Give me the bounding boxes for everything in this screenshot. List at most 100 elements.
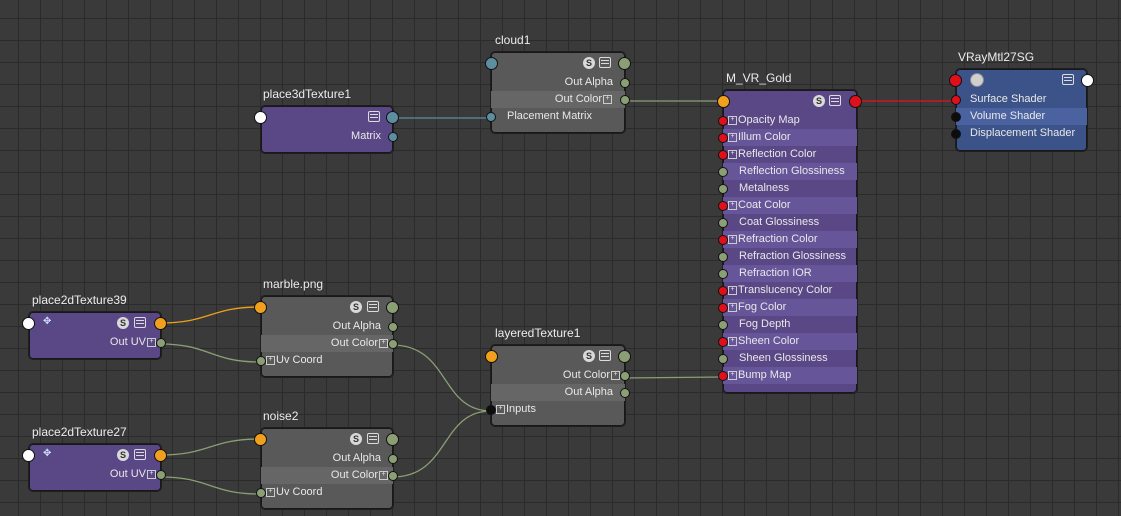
expand-icon[interactable]: + <box>379 470 388 480</box>
node-title-material[interactable]: M_VR_Gold <box>726 71 792 85</box>
volume-shader-plug[interactable] <box>951 112 961 122</box>
attr-plug[interactable] <box>718 320 728 330</box>
out-color-plug[interactable] <box>388 339 398 349</box>
place2d39-input-plug[interactable] <box>22 317 35 330</box>
layered-output-plug[interactable] <box>618 350 631 363</box>
expand-icon[interactable]: + <box>147 469 156 479</box>
swatch-icon[interactable]: S <box>117 449 129 461</box>
node-noise[interactable]: S Out Alpha Out Color+ +Uv Coord <box>254 427 399 510</box>
material-input-plug[interactable] <box>717 95 730 108</box>
attr-metalness[interactable]: Metalness <box>718 180 857 197</box>
expand-icon[interactable]: + <box>728 302 737 312</box>
attr-out-color[interactable]: Out Color+ <box>491 91 630 108</box>
attr-displacement-shader[interactable]: Displacement Shader <box>951 125 1087 142</box>
node-title-sg[interactable]: VRayMtl27SG <box>958 50 1035 64</box>
attr-coat-color[interactable]: +Coat Color <box>718 197 857 214</box>
menu-icon[interactable] <box>367 301 379 312</box>
expand-icon[interactable]: + <box>266 355 275 365</box>
material-output-plug[interactable] <box>849 95 862 108</box>
menu-icon[interactable] <box>134 317 146 328</box>
node-title-noise[interactable]: noise2 <box>263 409 299 423</box>
attr-out-alpha[interactable]: Out Alpha <box>261 318 398 335</box>
surface-shader-plug[interactable] <box>951 95 961 105</box>
attr-fog-depth[interactable]: Fog Depth <box>718 316 857 333</box>
node-material[interactable]: S +Opacity Map+Illum Color+Reflection Co… <box>717 89 862 394</box>
node-place3d[interactable]: Matrix <box>254 105 399 154</box>
attr-uv-coord[interactable]: +Uv Coord <box>256 352 393 369</box>
attr-plug[interactable] <box>718 303 728 313</box>
menu-icon[interactable] <box>599 350 611 361</box>
attr-plug[interactable] <box>718 371 728 381</box>
marble-input-plug[interactable] <box>254 301 267 314</box>
menu-icon[interactable] <box>829 95 841 106</box>
attr-inputs[interactable]: +Inputs <box>486 401 625 418</box>
node-place2d39[interactable]: ✥ S Out UV+ <box>22 311 167 360</box>
attr-illum-color[interactable]: +Illum Color <box>718 129 857 146</box>
node-title-place3d[interactable]: place3dTexture1 <box>263 87 352 101</box>
expand-icon[interactable]: + <box>728 370 737 380</box>
expand-icon[interactable]: + <box>496 404 505 414</box>
attr-plug[interactable] <box>718 235 728 245</box>
noise-output-plug[interactable] <box>386 433 399 446</box>
cloud1-input-plug[interactable] <box>485 57 498 70</box>
attr-sheen-color[interactable]: +Sheen Color <box>718 333 857 350</box>
out-color-plug[interactable] <box>388 471 398 481</box>
noise-input-plug[interactable] <box>254 433 267 446</box>
place3d-input-plug[interactable] <box>254 111 267 124</box>
expand-icon[interactable]: + <box>147 337 156 347</box>
attr-out-color[interactable]: Out Color+ <box>261 467 398 484</box>
node-shading-group[interactable]: Surface Shader Volume Shader Displacemen… <box>949 68 1094 152</box>
attr-out-alpha[interactable]: Out Alpha <box>261 450 398 467</box>
attr-refraction-ior[interactable]: Refraction IOR <box>718 265 857 282</box>
menu-icon[interactable] <box>368 111 380 122</box>
sg-output-plug[interactable] <box>1081 74 1094 87</box>
attr-bump-map[interactable]: +Bump Map <box>718 367 857 384</box>
attr-coat-glossiness[interactable]: Coat Glossiness <box>718 214 857 231</box>
attr-plug[interactable] <box>718 218 728 228</box>
placement-matrix-plug[interactable] <box>486 112 496 122</box>
swatch-icon[interactable]: S <box>583 350 595 362</box>
attr-out-color[interactable]: Out Color+ <box>261 335 398 352</box>
out-alpha-plug[interactable] <box>620 78 630 88</box>
swatch-icon[interactable]: S <box>583 57 595 69</box>
expand-icon[interactable]: + <box>728 132 737 142</box>
expand-icon[interactable]: + <box>728 336 737 346</box>
matrix-plug[interactable] <box>388 132 398 142</box>
attr-placement-matrix[interactable]: Placement Matrix <box>486 108 625 125</box>
attr-matrix[interactable]: Matrix <box>261 128 398 145</box>
attr-out-uv[interactable]: Out UV+ <box>29 334 166 351</box>
sg-input-plug[interactable] <box>949 74 962 87</box>
node-title-marble[interactable]: marble.png <box>263 277 324 291</box>
expand-icon[interactable]: + <box>379 338 388 348</box>
attr-plug[interactable] <box>718 269 728 279</box>
wire-marble-inputs[interactable] <box>391 344 492 412</box>
menu-icon[interactable] <box>1062 74 1074 85</box>
expand-icon[interactable]: + <box>603 94 612 104</box>
attr-out-alpha[interactable]: Out Alpha <box>491 74 630 91</box>
out-uv-plug[interactable] <box>156 338 166 348</box>
attr-translucency-color[interactable]: +Translucency Color <box>718 282 857 299</box>
menu-icon[interactable] <box>367 433 379 444</box>
node-title-layered[interactable]: layeredTexture1 <box>495 326 581 340</box>
attr-plug[interactable] <box>718 354 728 364</box>
attr-plug[interactable] <box>718 167 728 177</box>
out-alpha-plug[interactable] <box>388 322 398 332</box>
layered-input-plug[interactable] <box>485 350 498 363</box>
attr-refraction-glossiness[interactable]: Refraction Glossiness <box>718 248 857 265</box>
expand-icon[interactable]: + <box>266 487 275 497</box>
expand-icon[interactable]: + <box>728 200 737 210</box>
attr-refraction-color[interactable]: +Refraction Color <box>718 231 857 248</box>
attr-reflection-color[interactable]: +Reflection Color <box>718 146 857 163</box>
place3d-output-plug[interactable] <box>386 111 399 124</box>
wire-layered-bump[interactable] <box>623 376 724 379</box>
out-alpha-plug[interactable] <box>620 388 630 398</box>
expand-icon[interactable]: + <box>728 115 737 125</box>
node-cloud1[interactable]: S Out Alpha Out Color+ Placement Matrix <box>485 51 631 134</box>
attr-plug[interactable] <box>718 116 728 126</box>
attr-volume-shader[interactable]: Volume Shader <box>951 108 1087 125</box>
out-alpha-plug[interactable] <box>388 454 398 464</box>
swatch-icon[interactable]: S <box>813 95 825 107</box>
swatch-icon[interactable]: S <box>350 301 362 313</box>
attr-plug[interactable] <box>718 133 728 143</box>
attr-uv-coord[interactable]: +Uv Coord <box>256 484 393 501</box>
